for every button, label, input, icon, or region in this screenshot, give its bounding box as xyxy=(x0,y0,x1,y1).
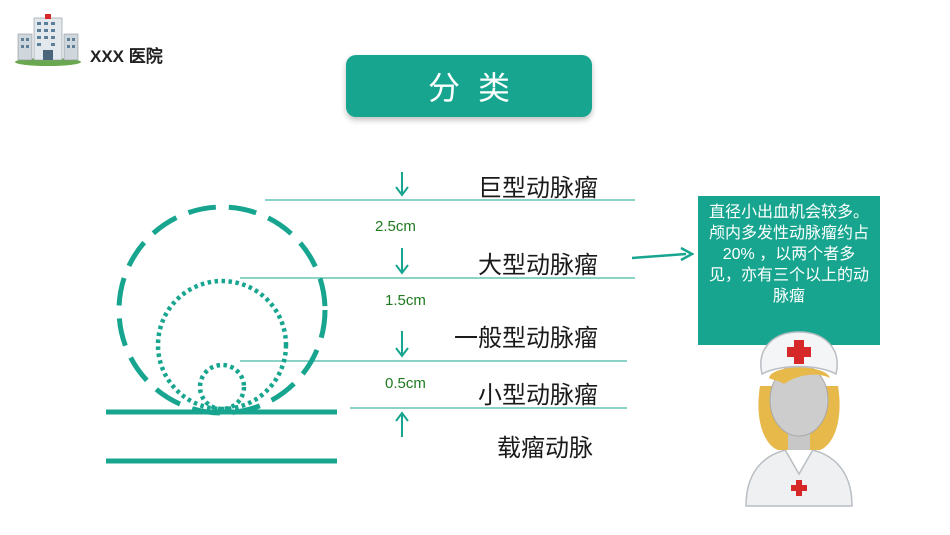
giant-aneurysm-circle xyxy=(116,204,328,416)
hospital-name: XXX 医院 xyxy=(90,47,163,66)
small-aneurysm-circle xyxy=(197,362,247,412)
page-title: 分类 xyxy=(346,55,592,117)
note-box: 直径小出血机会较多。颅内多发性动脉瘤约占 20% ，以两个者多见，亦有三个以上的… xyxy=(698,196,880,345)
label-parent-artery: 载瘤动脉 xyxy=(497,435,593,462)
threshold-1-5cm: 1.5cm xyxy=(385,292,426,309)
label-small-aneurysm: 小型动脉瘤 xyxy=(478,382,598,409)
label-general-aneurysm: 一般型动脉瘤 xyxy=(454,325,598,352)
label-large-aneurysm: 大型动脉瘤 xyxy=(478,252,598,279)
note-pointer-arrow xyxy=(631,252,687,260)
nurse-avatar-icon xyxy=(745,331,853,507)
label-giant-aneurysm: 巨型动脉瘤 xyxy=(478,175,598,202)
large-aneurysm-circle xyxy=(155,278,289,412)
hospital-building-icon xyxy=(15,14,81,66)
threshold-2-5cm: 2.5cm xyxy=(375,218,416,235)
threshold-0-5cm: 0.5cm xyxy=(385,375,426,392)
